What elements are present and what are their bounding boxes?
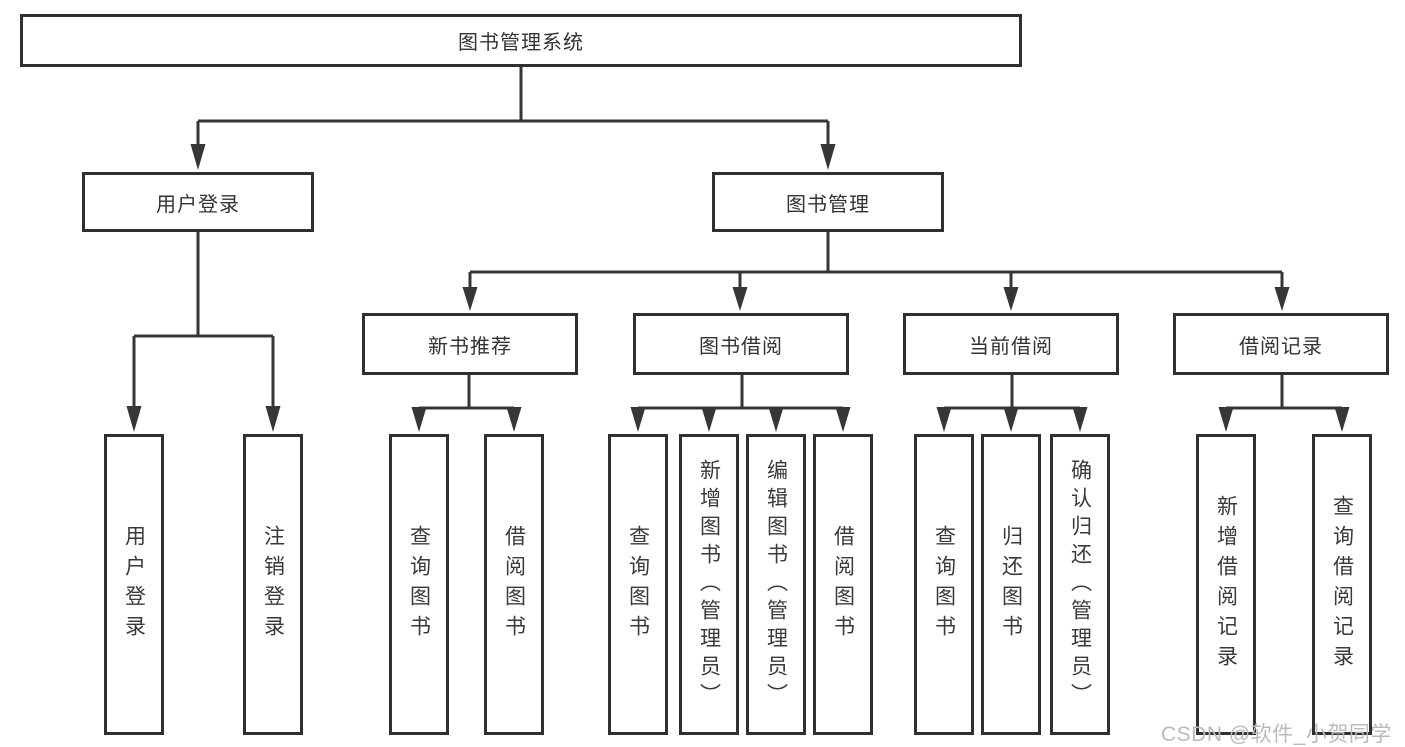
node-label: 用户登录	[122, 524, 146, 645]
node-label: 新书推荐	[428, 335, 512, 358]
node-logout-action: 注销登录	[243, 434, 303, 735]
node-confirm-return-admin: 确认归还（管理员）	[1050, 434, 1110, 735]
node-label: 查询图书	[626, 524, 650, 645]
arrowhead-icon	[462, 287, 478, 311]
arrowhead-icon	[411, 407, 427, 432]
arrowhead-icon	[506, 407, 522, 432]
node-user-login: 用户登录	[82, 172, 314, 232]
arrowhead-icon	[265, 406, 281, 432]
arrowhead-icon	[820, 144, 836, 170]
node-query-borrow-record: 查询借阅记录	[1312, 434, 1372, 735]
node-label: 当前借阅	[969, 335, 1053, 358]
node-label: 借阅图书	[502, 524, 526, 645]
arrowhead-icon	[1003, 407, 1019, 432]
node-query-books-borrowing: 查询图书	[608, 434, 668, 735]
arrowhead-icon	[1072, 407, 1088, 432]
node-borrow-books-recommend: 借阅图书	[484, 434, 544, 735]
arrowhead-icon	[1334, 407, 1350, 432]
watermark: CSDN @软件_小贺同学	[1161, 723, 1392, 746]
node-return-books: 归还图书	[981, 434, 1041, 735]
node-label: 图书管理系统	[458, 32, 584, 54]
arrowhead-icon	[1274, 287, 1290, 311]
node-label: 图书管理	[786, 193, 870, 216]
node-label: 归还图书	[999, 524, 1023, 645]
arrowhead-icon	[835, 407, 851, 432]
node-label: 查询图书	[932, 524, 956, 645]
node-label: 用户登录	[156, 193, 240, 216]
arrowhead-icon	[732, 287, 748, 311]
node-label: 编辑图书（管理员）	[764, 458, 788, 711]
arrowhead-icon	[768, 407, 784, 432]
arrowhead-icon	[936, 407, 952, 432]
node-edit-book-admin: 编辑图书（管理员）	[746, 434, 806, 735]
arrowhead-icon	[701, 407, 717, 432]
node-add-borrow-record: 新增借阅记录	[1196, 434, 1256, 735]
arrowhead-icon	[126, 406, 142, 432]
node-new-book-recommendation: 新书推荐	[362, 313, 578, 375]
node-label: 借阅图书	[831, 524, 855, 645]
node-label: 查询图书	[407, 524, 431, 645]
node-query-books-current: 查询图书	[914, 434, 974, 735]
node-book-borrowing: 图书借阅	[633, 313, 849, 375]
arrowhead-icon	[1218, 407, 1234, 432]
node-book-management: 图书管理	[712, 172, 944, 232]
node-borrowing-records: 借阅记录	[1173, 313, 1389, 375]
arrowhead-icon	[190, 144, 206, 170]
node-label: 借阅记录	[1239, 335, 1323, 358]
node-label: 新增图书（管理员）	[697, 458, 721, 711]
node-borrow-books-borrowing: 借阅图书	[813, 434, 873, 735]
arrowhead-icon	[1003, 287, 1019, 311]
node-add-book-admin: 新增图书（管理员）	[679, 434, 739, 735]
node-label: 新增借阅记录	[1214, 494, 1238, 675]
node-label: 图书借阅	[699, 335, 783, 358]
node-current-borrowing: 当前借阅	[903, 313, 1119, 375]
node-user-login-action: 用户登录	[104, 434, 164, 735]
arrowhead-icon	[630, 407, 646, 432]
node-query-books-recommend: 查询图书	[389, 434, 449, 735]
node-label: 查询借阅记录	[1330, 494, 1354, 675]
node-library-management-system: 图书管理系统	[20, 14, 1022, 67]
node-label: 确认归还（管理员）	[1068, 458, 1092, 711]
node-label: 注销登录	[261, 524, 285, 645]
